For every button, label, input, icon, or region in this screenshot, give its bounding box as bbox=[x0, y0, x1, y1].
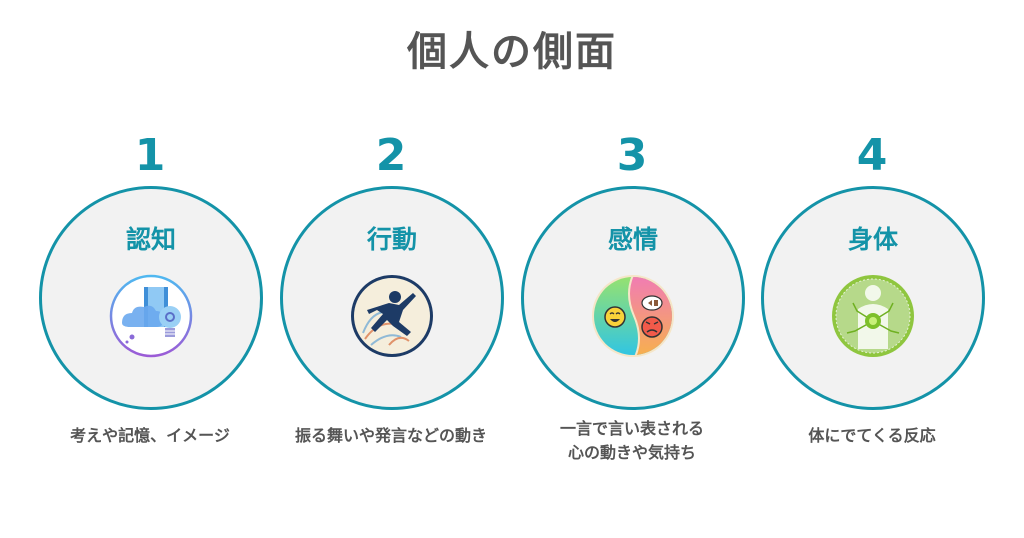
aspect-label: 行動 bbox=[366, 225, 417, 254]
aspect-description: 考えや記憶、イメージ bbox=[70, 426, 230, 445]
aspect-description: 振る舞いや発言などの動き bbox=[294, 426, 487, 445]
emotion-faces-icon bbox=[590, 273, 676, 359]
aspect-number: 1 bbox=[134, 130, 166, 181]
aspect-circle: 行動 bbox=[280, 186, 504, 410]
running-person-icon bbox=[349, 273, 435, 359]
aspect-emotion: 3 感情 bbox=[512, 0, 752, 538]
body-reaction-icon bbox=[830, 273, 916, 359]
cognition-icon bbox=[108, 273, 194, 359]
aspect-circle: 認知 bbox=[39, 186, 263, 410]
aspect-label: 認知 bbox=[125, 225, 176, 254]
aspect-description: 一言で言い表される 心の動きや気持ち bbox=[559, 419, 704, 462]
page-title: 個人の側面 bbox=[407, 29, 617, 75]
aspect-circle: 感情 bbox=[521, 186, 745, 410]
aspect-behavior: 2 行動 振る舞いや発言などの動き bbox=[271, 0, 511, 538]
aspect-body: 4 身体 体にでてくる反応 bbox=[752, 0, 992, 538]
aspect-number: 4 bbox=[856, 130, 888, 181]
aspect-description: 体にでてくる反応 bbox=[808, 426, 936, 445]
aspect-circle: 身体 bbox=[761, 186, 985, 410]
aspect-label: 感情 bbox=[607, 225, 658, 254]
aspect-cognition: 1 認知 bbox=[30, 0, 270, 538]
aspect-label: 身体 bbox=[847, 225, 898, 254]
aspect-number: 3 bbox=[616, 130, 648, 181]
aspect-number: 2 bbox=[375, 130, 407, 181]
